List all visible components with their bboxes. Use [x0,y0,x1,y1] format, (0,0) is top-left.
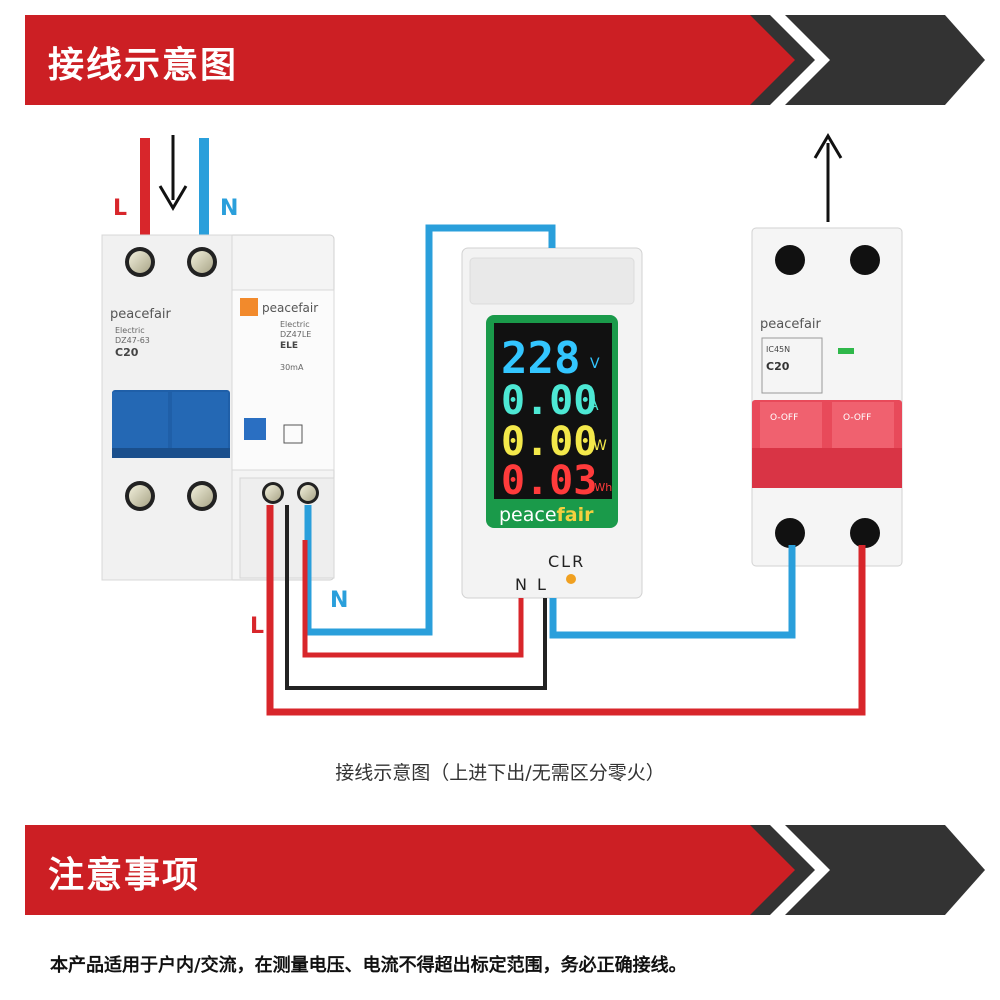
energy-meter: 228 V 0.00 A 0.00 W 0.03 kWh peacefair C… [461,247,643,599]
breaker-brand: peacefair [760,317,822,332]
rcd-text-4: 30mA [280,363,304,372]
rcd-symbol [283,424,303,444]
wire-live-to-breaker [266,505,866,716]
input-live-wire [140,138,150,268]
breaker-off-left: O-OFF [770,413,798,423]
breaker-indicator [838,348,854,354]
section-header-notes: 注意事项 [0,820,1000,920]
meter-power-unit: W [593,438,607,454]
meter-n-label: N [515,575,527,594]
breaker-rating: C20 [766,360,790,373]
rcd-test-button [244,418,266,440]
meter-display [494,323,612,499]
breaker-off-right: O-OFF [843,413,871,423]
rcbo-text-2: DZ47-63 [115,336,150,345]
rcbo-handle [112,390,230,458]
output-arrow-icon [813,133,843,222]
output-breaker: peacefair IC45N C20 O-OFF O-OFF [751,227,903,567]
meter-energy-unit: kWh [588,481,612,494]
input-neutral-label: N [220,196,238,221]
wire-neutral-to-meter [304,224,556,636]
input-neutral-wire [199,138,209,268]
wire-neutral-to-breaker [549,545,796,639]
meter-current: 0.00 [501,378,597,424]
breaker-model: IC45N [766,345,790,354]
input-live-label: L [113,196,127,221]
wire-live-loop [302,540,524,658]
wiring-diagram: L N peacefair Electric DZ47-63 C20 peace… [101,133,903,716]
meter-voltage: 228 [501,333,580,384]
meter-power: 0.00 [501,419,597,465]
banner-shape [25,15,985,105]
rcbo-rating: C20 [115,346,139,359]
section-header-wiring: 接线示意图 [0,10,1000,110]
rcd-text-2: DZ47LE [280,330,311,339]
rcd-text-3: ELE [280,341,298,351]
meter-current-unit: A [589,398,599,414]
rcbo-breaker: peacefair Electric DZ47-63 C20 peacefair… [101,234,335,581]
meter-energy: 0.03 [501,458,597,504]
wire-l-label: L [250,614,264,639]
meter-clr-button [566,574,576,584]
diagram-caption: 接线示意图（上进下出/无需区分零火） [335,762,665,784]
rcbo-brand: peacefair [110,307,172,322]
meter-voltage-unit: V [590,356,600,372]
rcd-brand: peacefair [262,301,318,315]
input-arrow-icon [158,135,188,211]
usage-note: 本产品适用于户内/交流，在测量电压、电流不得超出标定范围，务必正确接线。 [50,955,687,976]
rcbo-text-1: Electric [115,326,145,335]
breaker-handle [752,400,902,488]
meter-l-label: L [537,575,546,594]
section-title: 接线示意图 [48,45,239,86]
wire-n-label: N [330,588,348,613]
wire-live-to-meter [285,505,547,690]
rcd-test-badge [240,298,258,316]
meter-clr-label: CLR [548,552,585,571]
section-title: 注意事项 [48,855,201,896]
banner-shape [25,825,985,915]
rcd-text-1: Electric [280,320,310,329]
meter-brand: peacefair [499,504,594,526]
